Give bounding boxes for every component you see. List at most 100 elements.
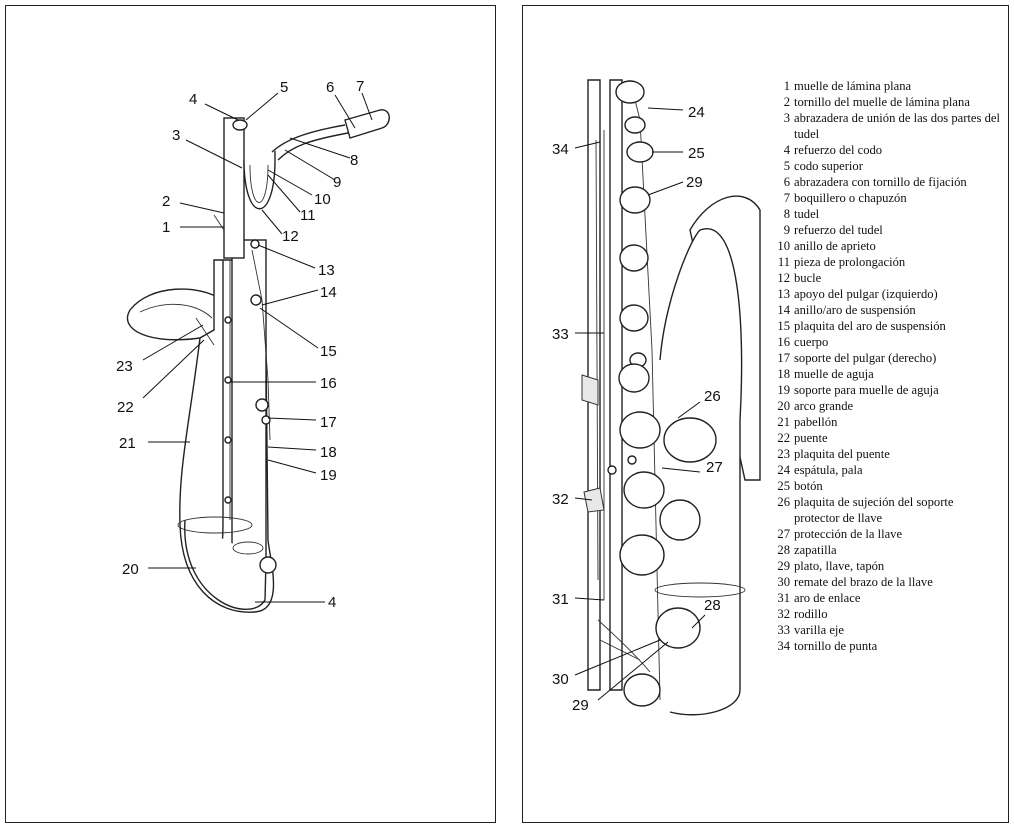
- legend-text: muelle de aguja: [794, 367, 874, 381]
- legend-item: 18 muelle de aguja: [776, 366, 1001, 382]
- legend-text: plaquita del puente: [794, 447, 890, 461]
- legend-text: bucle: [794, 271, 822, 285]
- legend-number: 7: [783, 191, 790, 205]
- legend-text: protección de la llave: [794, 527, 903, 541]
- callout-label: 27: [706, 459, 723, 476]
- legend-number: 12: [777, 271, 790, 285]
- legend-number: 32: [777, 607, 790, 621]
- callout-label: 2: [162, 193, 170, 210]
- legend-text: soporte para muelle de aguja: [794, 383, 939, 397]
- callout-label: 11: [300, 207, 316, 224]
- legend-number: 16: [777, 335, 790, 349]
- left-callouts: 4 5 3 6 7 2 1 8 9 10 11 12 13 14 15 16 1…: [116, 78, 364, 611]
- legend-text: tudel: [794, 207, 820, 221]
- legend-item: 2 tornillo del muelle de lámina plana: [776, 94, 1001, 110]
- callout-label: 1: [162, 219, 170, 236]
- callout-label: 16: [320, 375, 337, 392]
- legend-text: plaquita de sujeción del soporte protect…: [794, 495, 954, 525]
- callout-label: 9: [333, 174, 341, 191]
- left-callout-lines: [142, 92, 373, 603]
- callout-label: 10: [314, 191, 331, 208]
- legend-item: 16 cuerpo: [776, 334, 1001, 350]
- legend-text: boquillero o chapuzón: [794, 191, 907, 205]
- legend-text: refuerzo del tudel: [794, 223, 883, 237]
- legend-number: 26: [777, 495, 790, 509]
- legend-number: 2: [783, 95, 790, 109]
- legend-item: 9 refuerzo del tudel: [776, 222, 1001, 238]
- callout-label: 7: [356, 78, 364, 95]
- callout-label: 8: [350, 152, 358, 169]
- legend-item: 17 soporte del pulgar (derecho): [776, 350, 1001, 366]
- legend-text: cuerpo: [794, 335, 829, 349]
- legend-number: 28: [777, 543, 790, 557]
- legend-number: 34: [777, 639, 790, 653]
- callout-label: 33: [552, 326, 569, 343]
- callout-label: 14: [320, 284, 337, 301]
- legend-item: 28 zapatilla: [776, 542, 1001, 558]
- legend-text: espátula, pala: [794, 463, 863, 477]
- legend-text: soporte del pulgar (derecho): [794, 351, 937, 365]
- callout-label: 22: [117, 399, 134, 416]
- legend-text: plaquita del aro de suspensión: [794, 319, 946, 333]
- legend-item: 1 muelle de lámina plana: [776, 78, 1001, 94]
- right-panel: [522, 5, 1009, 823]
- legend-text: puente: [794, 431, 828, 445]
- sax-detail-drawing: [581, 79, 761, 716]
- callout-label: 31: [552, 591, 569, 608]
- callout-label: 6: [326, 79, 334, 96]
- legend-number: 9: [783, 223, 790, 237]
- legend-number: 17: [777, 351, 790, 365]
- legend-item: 7 boquillero o chapuzón: [776, 190, 1001, 206]
- callout-label: 23: [116, 358, 133, 375]
- legend-text: aro de enlace: [794, 591, 861, 605]
- legend-text: zapatilla: [794, 543, 837, 557]
- legend-number: 31: [777, 591, 790, 605]
- legend-number: 6: [783, 175, 790, 189]
- callout-label: 4: [328, 594, 336, 611]
- legend-item: 22 puente: [776, 430, 1001, 446]
- legend-text: pieza de prolongación: [794, 255, 906, 269]
- legend-text: tornillo del muelle de lámina plana: [794, 95, 970, 109]
- callout-label: 15: [320, 343, 337, 360]
- legend-text: botón: [794, 479, 823, 493]
- legend-number: 1: [783, 79, 790, 93]
- legend-number: 33: [777, 623, 790, 637]
- legend-number: 4: [783, 143, 790, 157]
- callout-label: 12: [282, 228, 299, 245]
- legend-item: 11 pieza de prolongación: [776, 254, 1001, 270]
- legend-number: 11: [777, 255, 790, 269]
- callout-label: 13: [318, 262, 335, 279]
- right-callout-lines: [574, 107, 706, 701]
- legend-item: 31 aro de enlace: [776, 590, 1001, 606]
- legend-text: rodillo: [794, 607, 828, 621]
- callout-label: 24: [688, 104, 705, 121]
- parts-legend: 1 muelle de lámina plana 2 tornillo del mue…: [776, 78, 1001, 654]
- callout-label: 29: [686, 174, 703, 191]
- legend-number: 30: [777, 575, 790, 589]
- legend-text: abrazadera de unión de las dos partes de…: [794, 111, 1000, 141]
- legend-number: 18: [777, 367, 790, 381]
- legend-text: muelle de lámina plana: [794, 79, 912, 93]
- legend-number: 10: [777, 239, 790, 253]
- callout-label: 32: [552, 491, 569, 508]
- legend-number: 22: [777, 431, 790, 445]
- callout-label: 26: [704, 388, 721, 405]
- legend-number: 19: [777, 383, 790, 397]
- callout-label: 17: [320, 414, 337, 431]
- baritone-sax-drawing: [126, 109, 390, 613]
- legend-text: plato, llave, tapón: [794, 559, 885, 573]
